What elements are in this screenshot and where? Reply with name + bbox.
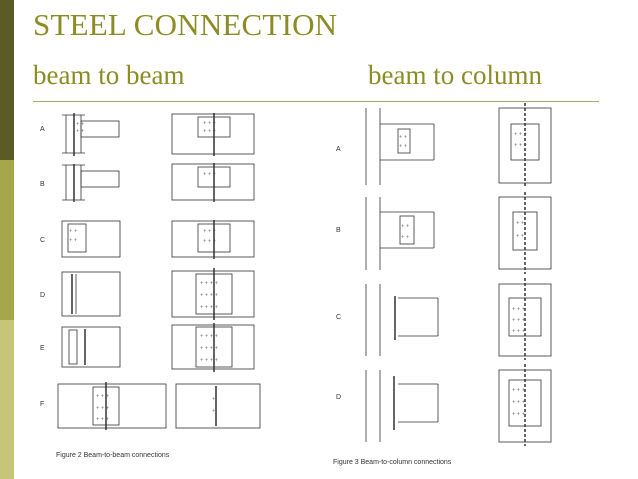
svg-text:+ +: + + [401,224,410,230]
svg-text:+ + + +: + + + + [200,305,219,311]
subtitle-beam-to-beam: beam to beam [33,60,185,90]
svg-text:+ + + +: + + + + [200,358,219,364]
svg-text:+ + +: + + + [203,129,217,135]
svg-text:+ +: + + [76,129,85,135]
svg-text:+ +: + + [399,144,408,150]
svg-text:+ + +: + + + [203,229,217,235]
fig2-row-c: + + + + + + + + + + [61,220,255,259]
fig2-label-f: F [40,401,44,408]
svg-text:+ + +: + + + [512,400,526,406]
svg-text:+ + +: + + + [512,388,526,394]
svg-text:+ + +: + + + [96,394,110,400]
svg-text:+ + +: + + + [512,307,526,313]
svg-text:+ +: + + [516,221,525,227]
fig2-row-d: + + + + + + + + + + + + [61,268,255,320]
svg-text:+ + +: + + + [514,143,528,149]
svg-text:+: + [212,397,216,403]
svg-text:+ + +: + + + [203,239,217,245]
sidebar-band-dark [0,0,14,160]
svg-text:+ + +: + + + [203,172,217,178]
fig2-label-a: A [40,126,45,133]
fig3-label-c: C [336,314,341,321]
fig2-row-a: + + + + + + + + + + [62,113,255,156]
svg-text:+ + +: + + + [96,417,110,423]
fig2-label-d: D [40,292,45,299]
svg-text:+ + + +: + + + + [200,334,219,340]
fig3-row-b: + + + + + + + + [365,192,552,274]
svg-text:+ +: + + [516,234,525,240]
svg-text:+ + +: + + + [514,132,528,138]
sidebar-band-mid [0,160,14,320]
fig2-label-b: B [40,181,45,188]
svg-text:+ +: + + [76,122,85,128]
figure3-caption: Figure 3 Beam-to-column connections [333,459,452,466]
fig3-label-b: B [336,227,341,234]
svg-text:+ + + +: + + + + [200,281,219,287]
sidebar-band-light [0,320,14,479]
fig3-row-d: + + + + + + + + + [365,364,552,446]
svg-text:+ + +: + + + [512,412,526,418]
svg-text:+ +: + + [401,235,410,241]
fig2-row-b: + + + [62,163,255,202]
svg-text:+ + + +: + + + + [200,293,219,299]
fig3-label-a: A [336,146,341,153]
fig2-row-e: + + + + + + + + + + + + [61,323,255,372]
svg-text:+ +: + + [69,229,78,235]
fig3-row-c: + + + + + + + + + [365,278,552,360]
fig3-label-d: D [336,394,341,401]
svg-text:+ + +: + + + [512,318,526,324]
fig3-row-a: + + + + + + + + + + [365,103,552,188]
svg-text:+: + [212,409,216,415]
figure2-caption: Figure 2 Beam-to-beam connections [56,452,170,459]
svg-text:+ + +: + + + [203,121,217,127]
decorative-sidebar [0,0,14,479]
svg-text:+ +: + + [69,238,78,244]
svg-text:+ + +: + + + [512,329,526,335]
subtitle-beam-to-column: beam to column [368,60,542,90]
fig2-label-e: E [40,345,45,352]
svg-text:+ + + +: + + + + [200,346,219,352]
fig2-label-c: C [40,237,45,244]
title-rule [33,101,599,102]
svg-text:+ +: + + [399,135,408,141]
svg-text:+ + +: + + + [96,406,110,412]
fig2-row-f: + + + + + + + + + + + [57,382,261,430]
slide-title: STEEL CONNECTION [33,7,338,42]
